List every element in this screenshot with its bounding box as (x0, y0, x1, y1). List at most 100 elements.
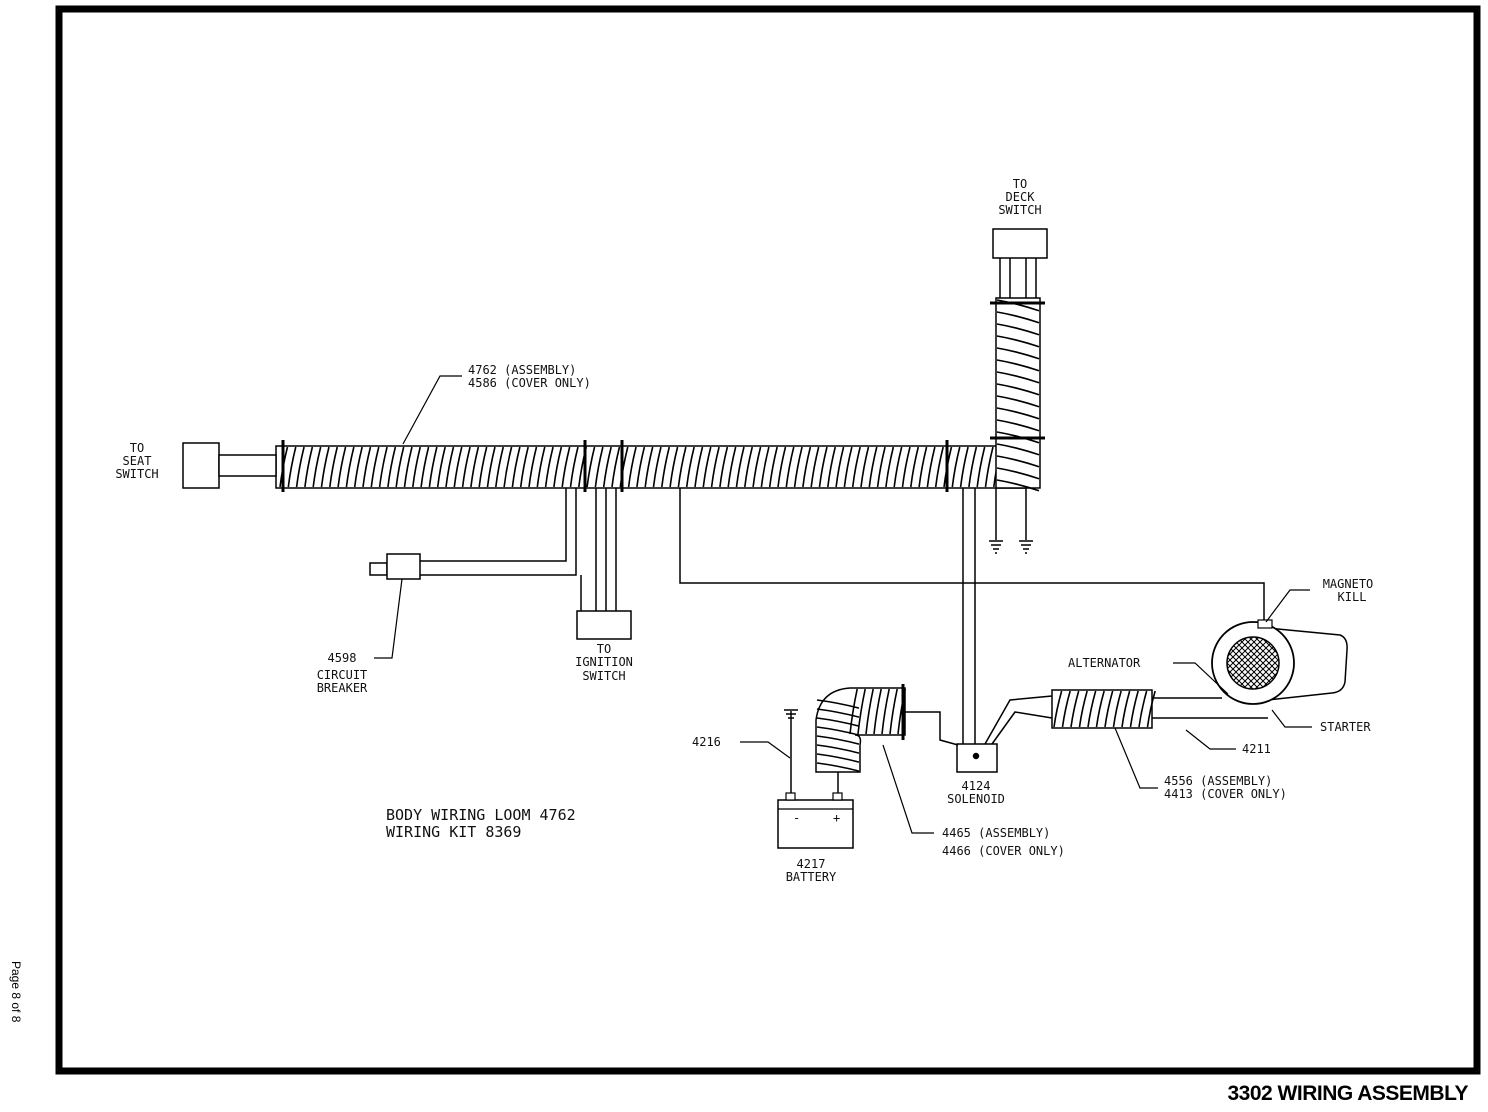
conduit-coil (760, 446, 770, 488)
svg-text:4465 (ASSEMBLY): 4465 (ASSEMBLY) (942, 826, 1050, 840)
circuit-breaker-icon (369, 553, 421, 580)
svg-text:WIRING KIT 8369: WIRING KIT 8369 (386, 823, 521, 841)
conduit-coil (1087, 690, 1097, 728)
conduit-coil (1146, 690, 1156, 728)
conduit-coil (996, 323, 1040, 336)
label-solenoid: 4124 SOLENOID (947, 779, 1005, 806)
conduit-coil (810, 446, 820, 488)
conduit-coil (881, 688, 890, 735)
conduit-coil (889, 688, 898, 735)
conduit-coil (934, 446, 944, 488)
label-circuit-breaker: 4598 CIRCUIT BREAKER (317, 651, 368, 695)
page-number: Page 8 of 8 (9, 961, 23, 1023)
page-border (55, 5, 1481, 1075)
conduit-coil (370, 446, 380, 488)
solenoid-icon (956, 743, 998, 773)
deck-switch-connector (992, 228, 1048, 259)
svg-text:4586 (COVER ONLY): 4586 (COVER ONLY) (468, 376, 591, 390)
conduit-coil (611, 446, 621, 488)
ignition-switch-connector (576, 610, 632, 640)
conduit-coil (420, 446, 430, 488)
conduit-coil (996, 395, 1040, 408)
conduit-coil (1053, 690, 1063, 728)
conduit-coil (777, 446, 787, 488)
conduit-coil (320, 446, 330, 488)
conduit-coil (744, 446, 754, 488)
conduit-coil (802, 446, 812, 488)
conduit-coil (470, 446, 480, 488)
conduit-coil (996, 383, 1040, 396)
conduit-coil (486, 446, 496, 488)
conduit-coil (816, 717, 860, 727)
conduit-coil (503, 446, 513, 488)
svg-text:4466 (COVER ONLY): 4466 (COVER ONLY) (942, 844, 1065, 858)
conduit-coil (959, 446, 969, 488)
conduit-coil (1121, 690, 1131, 728)
svg-text:IGNITION: IGNITION (575, 655, 633, 669)
deck-loom (990, 228, 1048, 492)
conduit-coil (387, 446, 397, 488)
conduit-coil (694, 446, 704, 488)
conduit-coil (816, 708, 860, 718)
conduit-coil (910, 446, 920, 488)
battery-loom (815, 687, 906, 773)
main-loom (275, 440, 1027, 492)
conduit-coil (868, 446, 878, 488)
conduit-coil (827, 446, 837, 488)
conduit-coil (436, 446, 446, 488)
conduit-coil (984, 446, 994, 488)
conduit-coil (445, 446, 455, 488)
conduit-coil (816, 753, 860, 763)
conduit-coil (561, 446, 571, 488)
label-magneto-kill: MAGNETO KILL (1323, 577, 1374, 604)
conduit-coil (735, 446, 745, 488)
svg-text:TO: TO (597, 642, 611, 656)
label-4216: 4216 (692, 735, 721, 749)
conduit-coil (1129, 690, 1139, 728)
conduit-coil (752, 446, 762, 488)
engine-icon (1211, 619, 1348, 705)
svg-text:4598: 4598 (328, 651, 357, 665)
conduit-coil (996, 467, 1040, 480)
label-4556-cover: 4556 (ASSEMBLY) 4413 (COVER ONLY) (1164, 774, 1287, 801)
conduit-coil (287, 446, 297, 488)
svg-text:4762 (ASSEMBLY): 4762 (ASSEMBLY) (468, 363, 576, 377)
ground-icon (1019, 540, 1033, 554)
ground-icon (784, 709, 798, 719)
seat-switch-connector (182, 442, 277, 489)
conduit-coil (362, 446, 372, 488)
conduit-coil (345, 446, 355, 488)
svg-text:CIRCUIT: CIRCUIT (317, 668, 368, 682)
conduit-coil (586, 446, 596, 488)
kit-title: BODY WIRING LOOM 4762 WIRING KIT 8369 (386, 806, 576, 841)
conduit-coil (353, 446, 363, 488)
svg-text:SWITCH: SWITCH (998, 203, 1041, 217)
svg-text:BATTERY: BATTERY (786, 870, 837, 884)
conduit-coil (968, 446, 978, 488)
svg-text:TO: TO (1013, 177, 1027, 191)
conduit-coil (329, 446, 339, 488)
conduit-coil (849, 688, 858, 735)
svg-text:4217: 4217 (797, 857, 826, 871)
svg-text:MAGNETO: MAGNETO (1323, 577, 1374, 591)
label-starter: STARTER (1320, 720, 1371, 734)
conduit-coil (818, 446, 828, 488)
conduit-coil (793, 446, 803, 488)
conduit-coil (312, 446, 322, 488)
conduit-coil (395, 446, 405, 488)
conduit-coil (669, 446, 679, 488)
conduit-coil (1138, 690, 1148, 728)
svg-text:4124: 4124 (962, 779, 991, 793)
conduit-coil (876, 446, 886, 488)
svg-text:SOLENOID: SOLENOID (947, 792, 1005, 806)
svg-text:KILL: KILL (1338, 590, 1367, 604)
label-battery: 4217 BATTERY (786, 857, 837, 884)
battery-icon: - + (777, 792, 854, 849)
conduit-coil (951, 446, 961, 488)
conduit-coil (893, 446, 903, 488)
conduit-coil (602, 446, 612, 488)
conduit-coil (544, 446, 554, 488)
starter-loom (1051, 689, 1268, 729)
conduit-coil (1070, 690, 1080, 728)
